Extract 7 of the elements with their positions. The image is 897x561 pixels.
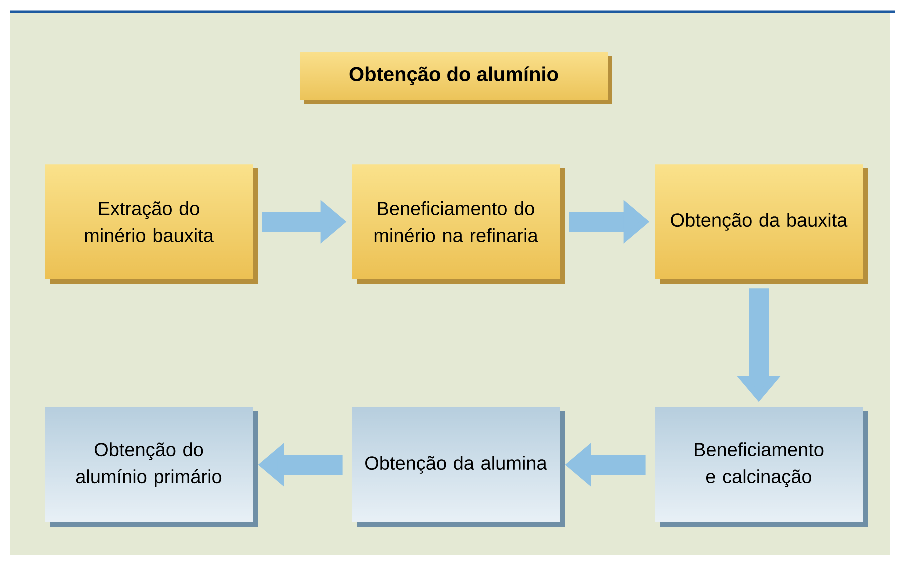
result-box: Obtenção da alumina <box>352 408 565 527</box>
result-box: Beneficiamento e calcinação <box>655 408 868 527</box>
result-box: Obtenção do alumínio primário <box>45 408 258 527</box>
process-box: Obtenção da bauxita <box>655 164 868 284</box>
process-box: Extração do minério bauxita <box>45 164 258 284</box>
title-box: Obtenção do alumínio <box>300 52 612 104</box>
process-box: Beneficiamento do minério na refinaria <box>352 164 565 284</box>
